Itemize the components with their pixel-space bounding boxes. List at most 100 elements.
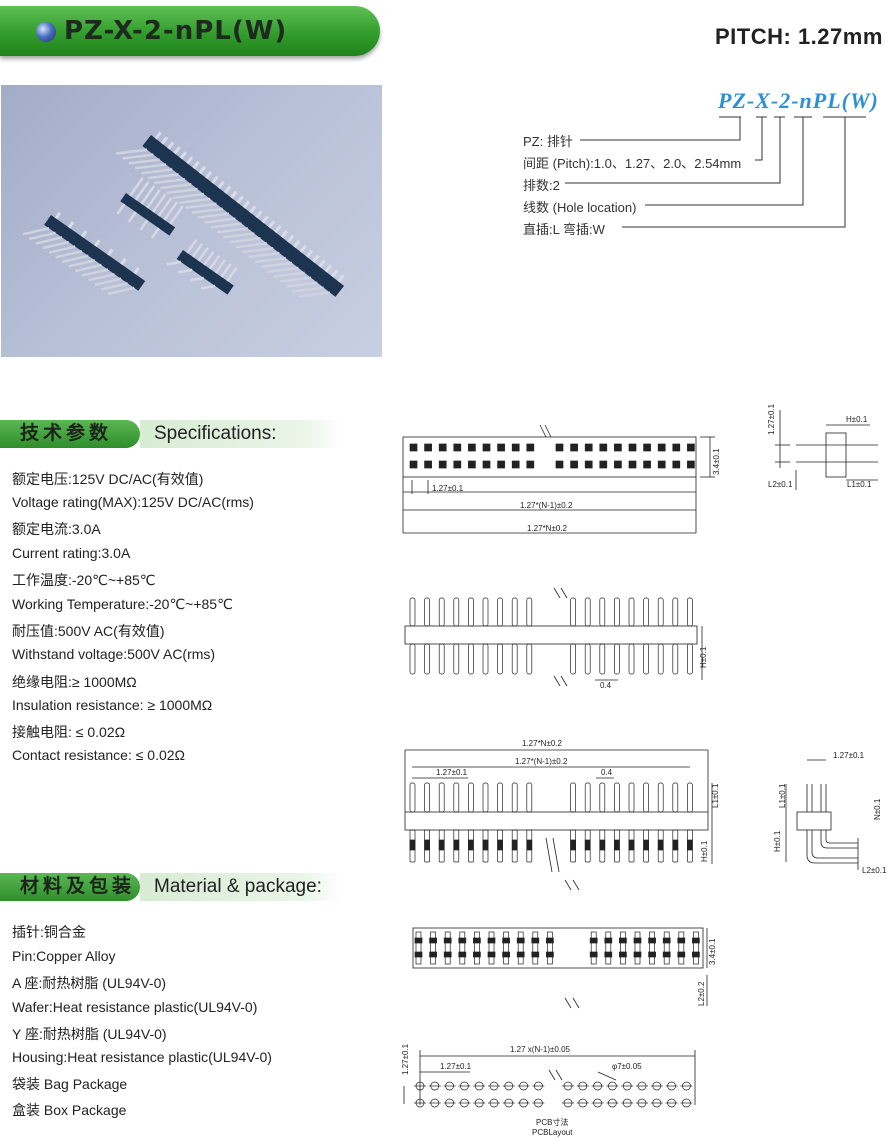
pin-band: [453, 839, 460, 851]
pin-top-pad: [692, 937, 700, 944]
pin-band: [468, 839, 474, 851]
pin-lower: [497, 643, 503, 675]
front-view-drawing: [404, 587, 703, 687]
pin-top-pad: [531, 951, 540, 958]
pin-upper: [643, 782, 649, 813]
pin-lower: [409, 643, 416, 675]
spec-line: Insulation resistance: ≥ 1000MΩ: [12, 697, 213, 713]
pin-top: [430, 931, 436, 965]
pin-top: [605, 931, 612, 965]
pin-top-pad: [414, 937, 423, 944]
pad-square: [643, 443, 651, 452]
pin-band: [482, 839, 489, 851]
right-angle-side-drawing: [785, 759, 859, 870]
pin-upper: [570, 597, 576, 627]
pin-lower: [453, 643, 460, 675]
pin-lower: [570, 643, 576, 675]
pin-upper: [511, 597, 518, 627]
legend-pitch: 间距 (Pitch):1.0、1.27、2.0、2.54mm: [523, 156, 742, 171]
pin-upper: [584, 597, 591, 627]
pin-upper: [643, 597, 649, 627]
pin-top-pad: [429, 937, 437, 944]
right-angle-top-drawing: [412, 879, 708, 1009]
pin-top-pad: [516, 937, 525, 944]
pin-top-pad: [414, 951, 423, 958]
material-line: A 座:耐热树脂 (UL94V-0): [12, 975, 167, 991]
spec-line: Current rating:3.0A: [12, 545, 131, 561]
material-title-en: Material & package:: [140, 873, 342, 901]
pad-square: [687, 443, 695, 452]
pin-band: [511, 839, 518, 851]
pin-top-pad: [677, 937, 686, 944]
pin-top-pad: [633, 937, 642, 944]
material-line: 盒装 Box Package: [12, 1102, 127, 1118]
pin-top: [444, 931, 451, 965]
pad-square: [555, 460, 564, 469]
top-view-drawing: [402, 424, 715, 534]
specifications-title-zh: 技术参数: [0, 420, 140, 448]
legend-pz: PZ: 排针: [523, 134, 573, 149]
decoder-lines: [565, 116, 866, 228]
pin-upper: [438, 782, 445, 813]
pin-upper: [468, 597, 474, 627]
pin-artwork: [409, 443, 700, 1108]
product-photo: [1, 85, 382, 357]
pcb-title-en: PCBLayout: [532, 1128, 573, 1137]
pad-square: [409, 443, 418, 452]
pin-top-pad: [473, 937, 481, 944]
pin-band: [643, 839, 649, 851]
pin-top: [517, 931, 524, 965]
material-line: 袋装 Bag Package: [12, 1076, 128, 1092]
pin-upper: [497, 782, 503, 813]
pin-lower: [511, 643, 518, 675]
pin-top-pad: [443, 951, 452, 958]
pin-upper: [409, 782, 416, 813]
dim-top-pitch: 1.27±0.1: [432, 484, 464, 493]
pin-top-pad: [619, 951, 627, 958]
pin-upper: [672, 782, 679, 813]
spec-line: 额定电压:125V DC/AC(有效值): [12, 471, 204, 487]
dim-top-row-span: 1.27*(N-1)±0.2: [520, 501, 573, 510]
pin-band: [497, 839, 503, 851]
pad-square: [584, 460, 593, 469]
pin-top: [488, 931, 495, 965]
pad-square: [453, 460, 462, 469]
side-view-drawing: [775, 410, 878, 490]
pin-lower: [424, 643, 430, 675]
dim-front-pin: 0.4: [600, 681, 612, 690]
pcb-title-zh: PCB寸法: [536, 1117, 568, 1127]
pin-upper: [453, 782, 460, 813]
pin-top: [649, 931, 655, 965]
legend-hole-location: 线数 (Hole location): [523, 200, 637, 215]
material-line: Housing:Heat resistance plastic(UL94V-0): [12, 1049, 272, 1065]
pin-upper: [584, 782, 591, 813]
pin-top: [693, 931, 699, 965]
dim-rat-height: 3.4±0.1: [708, 938, 717, 965]
pin-top-pad: [692, 951, 700, 958]
pin-top-pad: [487, 951, 496, 958]
pin-top-pad: [458, 937, 467, 944]
spec-line: 接触电阻: ≤ 0.02Ω: [12, 724, 126, 740]
pad-square: [570, 443, 578, 452]
pad-square: [438, 443, 447, 452]
pin-top-pad: [648, 937, 656, 944]
pin-lower: [672, 643, 679, 675]
pin-upper: [497, 597, 503, 627]
dim-side-l2: L2±0.1: [768, 480, 793, 489]
dim-side-l1: L1±0.1: [847, 480, 872, 489]
pin-band: [628, 839, 635, 851]
pin-upper: [657, 597, 664, 627]
dim-pcb-pitch-h: 1.27±0.1: [440, 1062, 472, 1071]
pad-square: [497, 443, 505, 452]
pin-top: [663, 931, 670, 965]
pin-band: [526, 839, 533, 851]
dim-ra-pin: 0.4: [601, 768, 613, 777]
pin-upper: [526, 597, 533, 627]
pin-top-pad: [458, 951, 467, 958]
pad-square: [672, 460, 681, 469]
pin-upper: [614, 597, 620, 627]
pin-band: [584, 839, 591, 851]
pin-lower: [584, 643, 591, 675]
dim-ra-span: 1.27*(N-1)±0.2: [515, 757, 568, 766]
pad-square: [570, 460, 578, 469]
